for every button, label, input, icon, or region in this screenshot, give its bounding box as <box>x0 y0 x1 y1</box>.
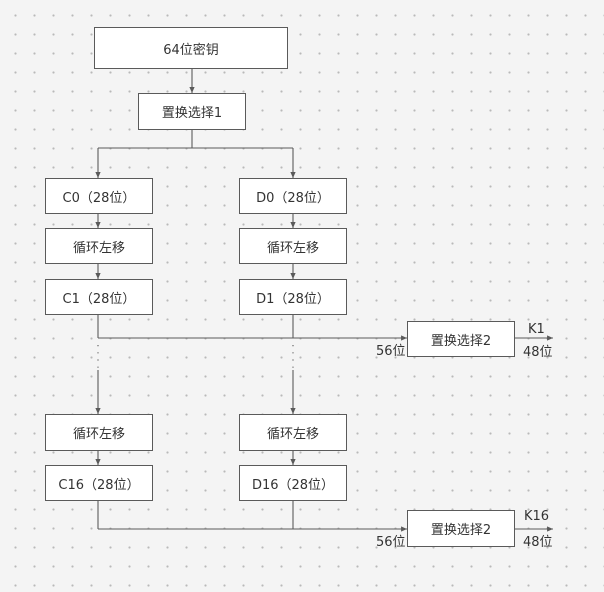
node-c16[interactable]: C16（28位） <box>45 465 153 501</box>
node-d0[interactable]: D0（28位） <box>239 178 347 214</box>
node-shift-c16[interactable]: 循环左移 <box>45 414 153 451</box>
node-64bit-key[interactable]: 64位密钥 <box>94 27 288 69</box>
node-shift-c1[interactable]: 循环左移 <box>45 228 153 264</box>
label-56bit-round1: 56位 <box>376 344 406 359</box>
node-shift-d1[interactable]: 循环左移 <box>239 228 347 264</box>
node-pc2-round1[interactable]: 置换选择2 <box>407 321 515 357</box>
label-56bit-round16: 56位 <box>376 535 406 550</box>
label-48bit-round16: 48位 <box>523 535 553 550</box>
node-c1[interactable]: C1（28位） <box>45 279 153 315</box>
label-48bit-round1: 48位 <box>523 345 553 360</box>
node-pc1[interactable]: 置换选择1 <box>138 93 246 130</box>
node-c0[interactable]: C0（28位） <box>45 178 153 214</box>
node-pc2-round16[interactable]: 置换选择2 <box>407 510 515 547</box>
label-k16: K16 <box>524 509 550 524</box>
node-shift-d16[interactable]: 循环左移 <box>239 414 347 451</box>
label-k1: K1 <box>528 322 545 337</box>
node-d16[interactable]: D16（28位） <box>239 465 347 501</box>
node-d1[interactable]: D1（28位） <box>239 279 347 315</box>
